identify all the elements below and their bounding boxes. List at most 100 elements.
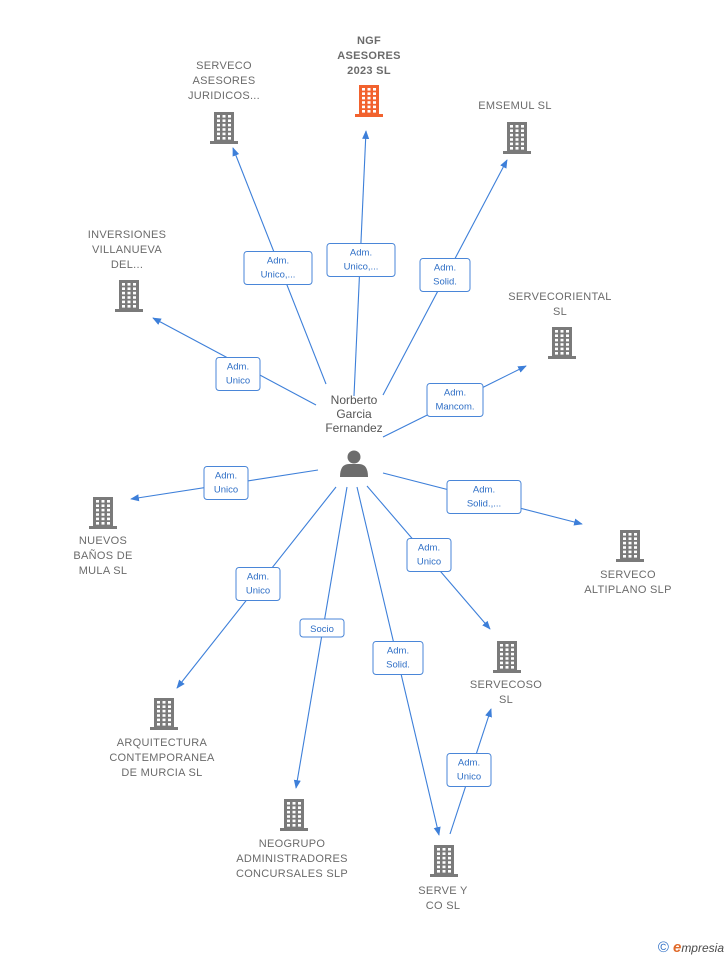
- edge-label-box: [299, 618, 345, 638]
- edge-label-text: Adm.: [458, 758, 480, 769]
- edge-label-text: Unico: [246, 586, 270, 597]
- company-node-servecoriental[interactable]: SERVECORIENTAL SL: [508, 291, 611, 359]
- company-label: SL: [553, 306, 567, 318]
- company-node-servecoso[interactable]: SERVECOSO SL: [470, 641, 542, 706]
- company-label: SERVECOSO: [470, 679, 542, 691]
- copyright-icon: ©: [657, 939, 669, 956]
- edge-label-serveco-asesores[interactable]: Adm. Unico,...: [243, 251, 313, 285]
- brand-initial: e: [672, 939, 682, 956]
- building-icon: [616, 530, 644, 562]
- person-name-label: Garcia: [336, 407, 372, 421]
- company-label: SERVECO: [600, 569, 656, 581]
- edge-label-text: Adm.: [434, 263, 456, 274]
- company-node-inversiones[interactable]: INVERSIONES VILLANUEVA DEL...: [88, 229, 167, 312]
- edge-label-text: Adm.: [387, 646, 409, 657]
- brand-rest: mpresia: [681, 941, 724, 955]
- building-icon: [548, 327, 576, 359]
- edge-label-text: Adm.: [267, 256, 289, 267]
- edge-label-text: Unico: [457, 772, 481, 783]
- edge-label-box: [326, 243, 396, 277]
- company-label: 2023 SL: [347, 65, 391, 77]
- company-label: SL: [499, 694, 513, 706]
- edge-label-box: [426, 383, 484, 417]
- edge-label-nuevos-banos[interactable]: Adm. Unico: [203, 466, 249, 500]
- company-node-ngf[interactable]: NGF ASESORES 2023 SL: [337, 35, 401, 117]
- edge-label-box: [235, 567, 281, 601]
- edge-label-text: Adm.: [444, 388, 466, 399]
- edge-label-inversiones[interactable]: Adm. Unico: [215, 357, 261, 391]
- brand-name: empresia: [673, 939, 724, 956]
- edge-label-box: [372, 641, 424, 675]
- person-name-label: Norberto: [331, 393, 378, 407]
- company-label: CO SL: [426, 900, 461, 912]
- company-label: CONCURSALES SLP: [236, 868, 348, 880]
- company-label: NUEVOS: [79, 535, 127, 547]
- company-label: DEL...: [111, 259, 143, 271]
- company-node-emsemul[interactable]: EMSEMUL SL: [478, 100, 552, 154]
- company-label: JURIDICOS...: [188, 90, 260, 102]
- edge-label-text: Adm.: [227, 362, 249, 373]
- person-icon: [340, 450, 368, 477]
- edge-label-neogrupo[interactable]: Socio: [299, 618, 345, 638]
- edge-label-text: Solid.: [386, 660, 410, 671]
- company-label: NGF: [357, 35, 381, 47]
- building-icon: [355, 85, 383, 117]
- building-icon: [210, 112, 238, 144]
- company-label: INVERSIONES: [88, 229, 167, 241]
- edge-label-arquitectura[interactable]: Adm. Unico: [235, 567, 281, 601]
- edge-label-text: Adm.: [247, 572, 269, 583]
- building-icon: [89, 497, 117, 529]
- company-label: SERVECORIENTAL: [508, 291, 611, 303]
- edge-label-ngf[interactable]: Adm.Unico,...: [326, 243, 396, 277]
- edge-label-servecoso[interactable]: Adm. Unico: [406, 538, 452, 572]
- edge-label-text: Unico: [214, 485, 238, 496]
- edge-labels-layer: Adm.Unico,...Adm.Unico,...Adm.Solid.Adm.…: [203, 243, 522, 787]
- edge-label-text: Unico: [417, 557, 441, 568]
- edge-label-servecoriental[interactable]: Adm. Mancom.: [426, 383, 484, 417]
- company-node-serve-y-co[interactable]: SERVE YCO SL: [418, 845, 468, 912]
- edge-label-text: Solid.: [433, 277, 457, 288]
- company-label: DE MURCIA SL: [121, 767, 202, 779]
- building-icon: [430, 845, 458, 877]
- company-label: SERVECO: [196, 60, 252, 72]
- edge-label-serve-y-co[interactable]: Adm. Solid.: [372, 641, 424, 675]
- empresia-brand: © empresia: [658, 939, 724, 956]
- edge-label-emsemul[interactable]: Adm. Solid.: [419, 258, 471, 292]
- edge-label-box: [406, 538, 452, 572]
- edge-label-box: [203, 466, 249, 500]
- edge-label-text: Adm.: [418, 543, 440, 554]
- company-label: VILLANUEVA: [92, 244, 162, 256]
- edge-label-text: Adm.: [215, 471, 237, 482]
- company-label: ARQUITECTURA: [117, 737, 208, 749]
- building-icon: [150, 698, 178, 730]
- edge-label-text: Unico: [226, 376, 250, 387]
- edge-label-box: [446, 480, 522, 514]
- building-icon: [493, 641, 521, 673]
- building-icon: [280, 799, 308, 831]
- company-label: NEOGRUPO: [259, 838, 326, 850]
- company-label: ASESORES: [193, 75, 256, 87]
- edge-label-serveco-altiplano[interactable]: Adm.Solid.,...: [446, 480, 522, 514]
- company-label: BAÑOS DE: [73, 549, 132, 562]
- nodes-layer: NGF ASESORES 2023 SL SERVECO ASESORES JURIDIC…: [73, 35, 671, 912]
- edge-label-box: [446, 753, 492, 787]
- edge-label-text: Socio: [310, 624, 334, 635]
- edge-label-serve-y-co-servecoso[interactable]: Adm. Unico: [446, 753, 492, 787]
- edge-label-text: Mancom.: [435, 402, 474, 413]
- building-icon: [115, 280, 143, 312]
- company-node-serveco-altiplano[interactable]: SERVECO ALTIPLANO SLP: [584, 530, 671, 596]
- edge-label-box: [215, 357, 261, 391]
- edge-label-text: Unico,...: [261, 270, 296, 281]
- company-node-neogrupo[interactable]: NEOGRUPO ADMINISTRADORES CONCURSALES SLP: [236, 799, 348, 880]
- company-label: ALTIPLANO SLP: [584, 584, 671, 596]
- edge-label-text: Adm.: [350, 248, 372, 259]
- edge-label-text: Adm.: [473, 485, 495, 496]
- company-node-serveco-asesores[interactable]: SERVECO ASESORES JURIDICOS...: [188, 60, 260, 144]
- person-name-label: Fernandez: [325, 421, 382, 435]
- company-label: ASESORES: [337, 50, 401, 62]
- company-label: ADMINISTRADORES: [236, 853, 347, 865]
